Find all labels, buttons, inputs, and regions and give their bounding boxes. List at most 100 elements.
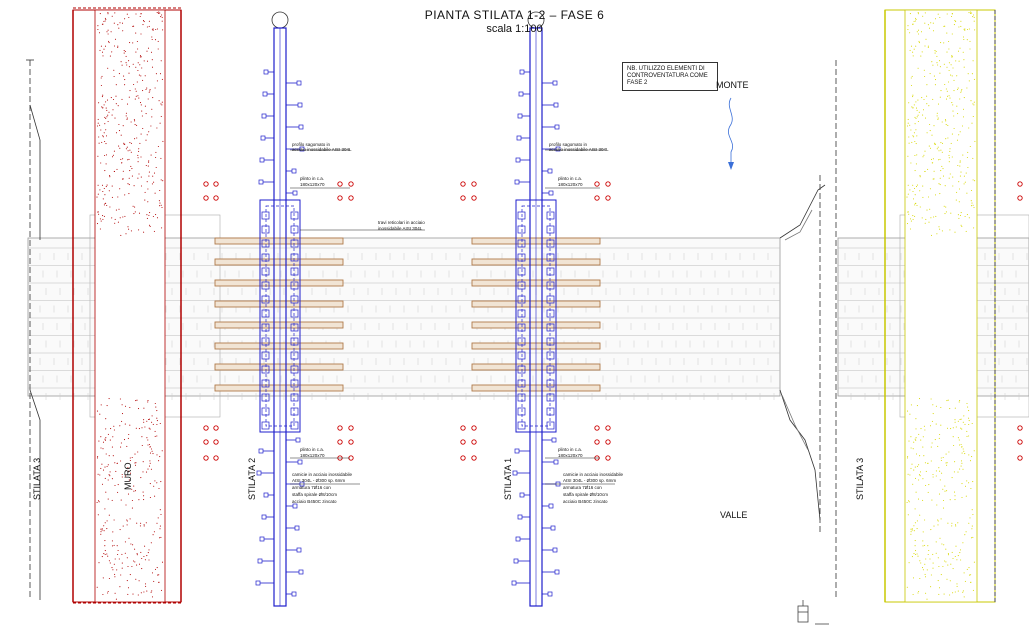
wall-fill-dot	[916, 184, 918, 186]
wall-fill-dot	[151, 572, 154, 574]
wall-fill-dot	[136, 40, 138, 43]
wall-fill-dot	[130, 230, 132, 232]
wall-fill-dot	[117, 105, 119, 107]
wall-fill-dot	[111, 15, 113, 17]
wall-fill-dot	[144, 105, 146, 107]
svg-text:profilo sagomato in: profilo sagomato in	[549, 142, 588, 147]
wall-fill-dot	[151, 116, 153, 118]
wall-fill-dot	[916, 520, 918, 522]
wall-fill-dot	[130, 543, 132, 545]
wall-fill-dot	[924, 576, 927, 578]
wall-fill-dot	[948, 451, 950, 453]
wall-fill-dot	[946, 462, 948, 464]
wall-fill-dot	[148, 549, 150, 551]
wall-fill-dot	[924, 12, 926, 14]
wall-fill-dot	[99, 413, 101, 415]
annotation-plinto-2: 180x120x70	[300, 182, 325, 187]
pier-frame	[515, 199, 557, 433]
wall-fill-dot	[961, 462, 963, 464]
wall-fill-dot	[927, 45, 929, 47]
pier-tie-end	[548, 190, 554, 196]
pier-tie-end	[261, 113, 267, 119]
wall-fill-dot	[140, 477, 142, 479]
wall-fill-dot	[952, 592, 954, 594]
wall-fill-dot	[936, 504, 938, 506]
wall-fill-dot	[111, 196, 113, 198]
wall-fill-dot	[104, 20, 106, 22]
wall-fill-dot	[157, 574, 159, 576]
wall-fill-dot	[937, 524, 939, 526]
wall-fill-dot	[960, 25, 962, 27]
annotation-travi-2: inossidabile AISI 304L	[378, 226, 423, 231]
pier-tie-end	[298, 569, 304, 575]
survey-marker	[471, 439, 477, 445]
wall-fill-dot	[915, 418, 917, 420]
wall-fill-dot	[914, 540, 916, 542]
wall-fill-dot	[962, 468, 964, 470]
wall-fill-dot	[965, 172, 967, 174]
pier-tie-end	[551, 437, 557, 443]
wall-fill-dot	[137, 48, 139, 50]
wall-fill-dot	[101, 75, 103, 77]
wall-fill-dot	[966, 39, 968, 41]
wall-fill-dot	[126, 13, 128, 15]
wall-fill-dot	[913, 441, 915, 443]
wall-fill-dot	[122, 525, 124, 527]
wall-fill-dot	[138, 74, 140, 76]
survey-markers	[203, 181, 1023, 461]
wall-fill-dot	[122, 30, 124, 32]
wall-fill-dot	[124, 194, 126, 196]
wall-fill-dot	[158, 100, 160, 102]
wall-fill-dot	[952, 568, 954, 570]
timber-plank	[214, 321, 344, 329]
survey-marker	[471, 455, 477, 461]
wall-fill-dot	[921, 217, 923, 219]
survey-marker	[337, 439, 343, 445]
wall-fill-dot	[159, 189, 161, 192]
pier-bracket	[261, 379, 270, 388]
wall-fill-dot	[104, 140, 106, 143]
wall-fill-dot	[958, 444, 961, 446]
wall-fill-dot	[136, 564, 138, 566]
wall-fill-dot	[118, 123, 120, 126]
wall-fill-dot	[940, 457, 942, 459]
wall-fill-dot	[958, 201, 960, 203]
wall-fill-dot	[932, 22, 934, 24]
wall-fill-dot	[942, 488, 944, 490]
wall-fill-dot	[915, 491, 917, 493]
wall-fill-dot	[151, 66, 154, 68]
wall-fill-dot	[112, 154, 114, 156]
svg-text:inossidabile AISI 304L: inossidabile AISI 304L	[378, 226, 423, 231]
wall-fill-dot	[113, 150, 115, 152]
wall-fill-dot	[159, 456, 161, 458]
wall-fill-dot	[942, 507, 945, 509]
wall-fill-dot	[117, 549, 119, 552]
pier-frame	[259, 199, 301, 433]
wall-fill-dot	[906, 125, 909, 127]
wall-fill-dot	[939, 16, 941, 19]
wall-fill-dot	[119, 147, 121, 149]
wall-fill-dot	[125, 112, 127, 114]
wall-fill-dot	[160, 16, 162, 18]
water-flow-icon	[728, 97, 734, 170]
wall-fill-dot	[150, 154, 152, 156]
wall-fill-dot	[127, 493, 130, 495]
pier-bracket	[517, 239, 526, 248]
wall-fill-dot	[107, 433, 109, 435]
wall-fill-dot	[945, 98, 948, 100]
wall-fill-dot	[140, 522, 142, 524]
wall-fill-dot	[144, 426, 146, 428]
wall-fill-dot	[115, 103, 117, 105]
drawing-scale: scala 1:100	[486, 23, 543, 35]
wall-fill-dot	[104, 477, 106, 479]
wall-fill-dot	[944, 83, 946, 86]
wall-fill-dot	[968, 454, 970, 456]
wall-fill-dot	[964, 215, 966, 218]
wall-fill-dot	[953, 491, 956, 493]
wall-fill-dot	[962, 154, 964, 156]
wall-fill-dot	[96, 457, 99, 459]
wall-fill-dot	[138, 580, 140, 582]
wall-fill-dot	[105, 437, 107, 439]
wall-fill-dot	[127, 467, 129, 469]
wall-fill-dot	[916, 204, 918, 207]
